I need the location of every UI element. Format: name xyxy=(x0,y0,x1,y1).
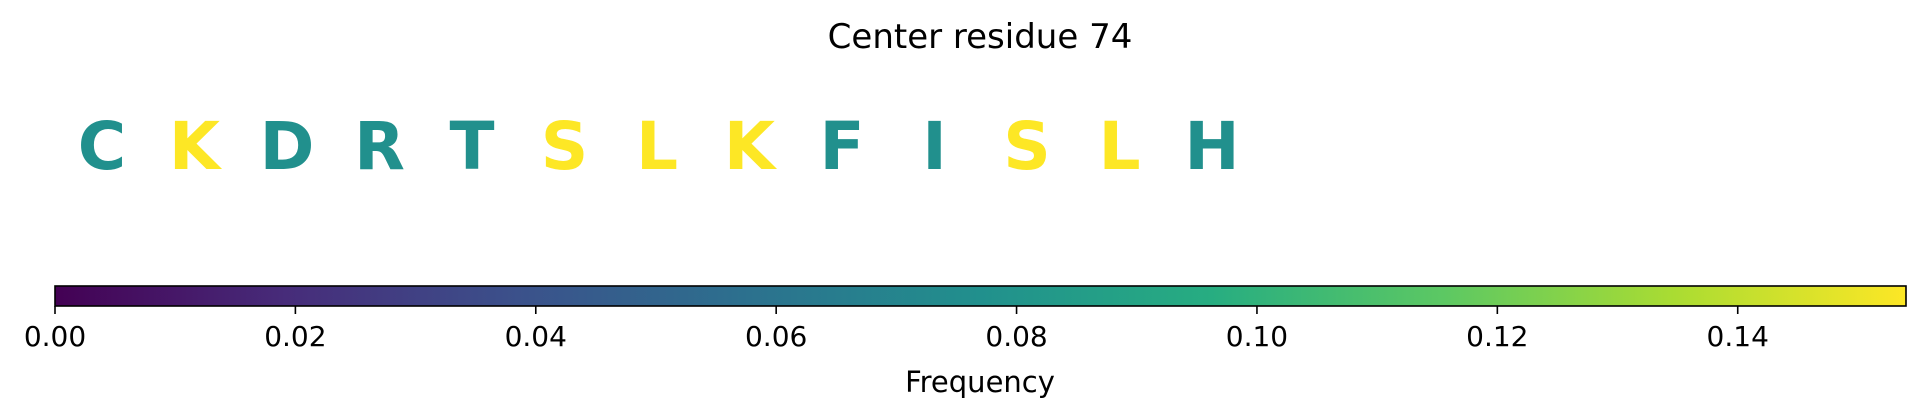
colorbar-tick-label: 0.14 xyxy=(1707,320,1769,353)
colorbar-frame xyxy=(54,285,1907,307)
residue-letter: H xyxy=(1184,108,1239,185)
colorbar: 0.00 0.02 0.04 0.06 0.08 0.10 0.12 0.14 xyxy=(24,285,1907,353)
colorbar-ticks: 0.00 0.02 0.04 0.06 0.08 0.10 0.12 0.14 xyxy=(24,306,1769,353)
residue-letter: T xyxy=(449,108,494,185)
residue-letter: S xyxy=(541,108,589,185)
colorbar-tick-label: 0.06 xyxy=(745,320,807,353)
residue-letter: L xyxy=(636,108,678,185)
colorbar-tick-label: 0.04 xyxy=(505,320,567,353)
colorbar-label: Frequency xyxy=(905,365,1055,399)
residue-letter: S xyxy=(1003,108,1051,185)
residue-letter: C xyxy=(78,108,126,185)
colorbar-tick-label: 0.08 xyxy=(985,320,1047,353)
colorbar-gradient xyxy=(55,286,1906,306)
colorbar-tick-label: 0.10 xyxy=(1226,320,1288,353)
residue-letter: F xyxy=(819,108,864,185)
residue-letter: L xyxy=(1098,108,1140,185)
colorbar-tick-label: 0.02 xyxy=(264,320,326,353)
residue-letter: D xyxy=(260,108,315,185)
residue-letter: K xyxy=(724,108,778,185)
residue-letter: R xyxy=(354,108,405,185)
residue-letter: K xyxy=(169,108,223,185)
residue-letter: I xyxy=(922,108,947,185)
colorbar-tick-label: 0.12 xyxy=(1466,320,1528,353)
colorbar-tick-label: 0.00 xyxy=(24,320,86,353)
chart-title: Center residue 74 xyxy=(828,17,1133,57)
